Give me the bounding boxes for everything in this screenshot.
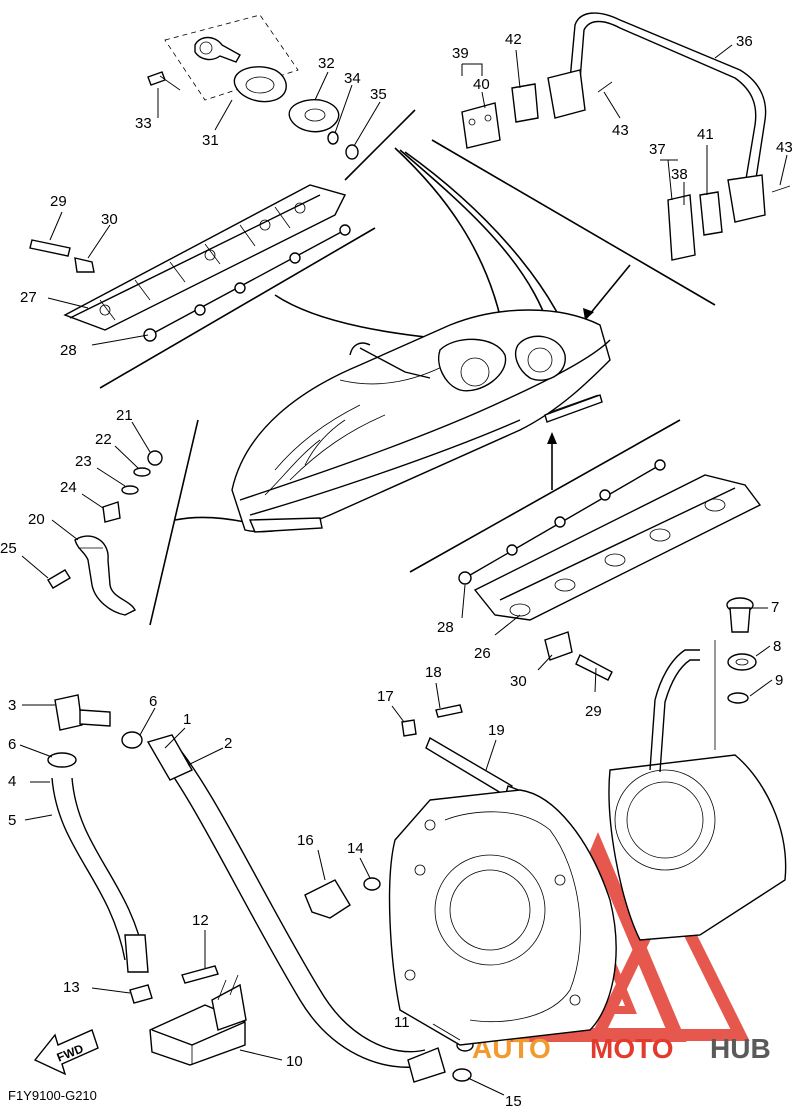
watercraft-hull-illustration [231,309,611,533]
part-number-label: 15 [505,1093,522,1107]
part-number-label: 42 [505,31,522,48]
part-number-label: 21 [116,407,133,424]
region-dividers [99,109,716,626]
part-number-label: 22 [95,431,112,448]
part-number-label: 28 [60,342,77,359]
jet-pump-housing-illustration [388,640,787,1046]
part-number-label: 20 [28,511,45,528]
parts-group-1-6 [47,694,446,1083]
part-number-label: 43 [776,139,793,156]
part-number-label: 35 [370,86,387,103]
part-number-label: 30 [510,673,527,690]
part-number-label: 36 [736,33,753,50]
part-number-label: 34 [344,70,361,87]
part-number-label: 24 [60,479,77,496]
parts-group-26-30 [458,459,762,681]
part-number-label: 28 [437,619,454,636]
part-number-label: 17 [377,688,394,705]
part-number-label: 19 [488,722,505,739]
part-number-label: 6 [149,693,157,710]
part-number-label: 37 [649,141,666,158]
part-number-label: 12 [192,912,209,929]
part-number-label: 1 [183,711,191,728]
part-number-label: 10 [286,1053,303,1070]
part-number-label: 11 [394,1014,410,1031]
part-number-label: 18 [425,664,442,681]
part-number-label: 29 [50,193,67,210]
parts-group-36-43 [461,12,791,261]
part-number-label: 3 [8,697,16,714]
parts-group-20-25 [47,450,163,616]
diagram-code: F1Y9100-G210 [8,1088,97,1103]
part-number-label: 27 [20,289,37,306]
part-number-label: 14 [347,840,364,857]
part-number-label: 7 [771,599,779,616]
part-number-label: 4 [8,773,16,790]
part-number-label: 2 [224,735,232,752]
parts-group-27-30 [29,184,351,342]
parts-group-31-35 [147,14,359,160]
part-number-label: 30 [101,211,118,228]
part-number-label: 40 [473,76,490,93]
part-number-label: 39 [452,45,469,62]
part-number-label: 43 [612,122,629,139]
part-number-label: 6 [8,736,16,753]
parts-group-7-9 [726,597,757,704]
watermark-text-hub: HUB [710,1033,771,1064]
part-number-label: 38 [671,166,688,183]
part-number-label: 9 [775,672,783,689]
part-number-label: 29 [585,703,602,720]
part-number-label: 26 [474,645,491,662]
part-number-label: 33 [135,115,152,132]
watermark-text-moto: MOTO [590,1033,673,1064]
part-number-label: 8 [773,638,781,655]
part-number-label: 32 [318,55,335,72]
forward-direction-arrow: FWD [33,1029,99,1076]
leader-lines [19,44,788,1096]
part-number-label: 5 [8,812,16,829]
part-number-label: 16 [297,832,314,849]
part-number-label: 41 [697,126,714,143]
part-number-label: 31 [202,132,219,149]
parts-group-10-19 [129,704,525,1082]
part-number-label: 25 [0,540,17,557]
part-number-label: 23 [75,453,92,470]
part-number-label: 13 [63,979,80,996]
part-number-callouts: 1 2 3 4 5 6 6 7 8 9 10 11 12 13 14 15 16… [0,31,793,1107]
